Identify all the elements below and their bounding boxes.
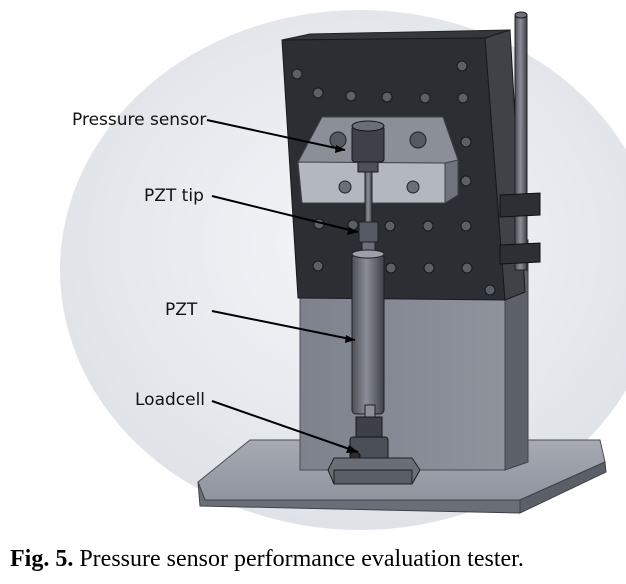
leader-pzt — [211, 310, 356, 341]
support-column — [299, 239, 529, 471]
tester-cad-drawing — [60, 10, 626, 530]
leader-pzt-tip — [211, 195, 359, 233]
figure-caption: Fig. 5. Pressure sensor performance eval… — [10, 546, 622, 573]
leader-arrowheads — [335, 145, 358, 453]
loadcell — [327, 416, 421, 485]
leader-lines — [206, 119, 359, 453]
caption-text: Pressure sensor performance evaluation t… — [79, 546, 524, 572]
leader-pressure-sensor — [206, 119, 346, 151]
label-pzt-tip: PZT tip — [144, 186, 204, 206]
label-pzt: PZT — [165, 300, 198, 320]
plate-holes — [291, 60, 496, 296]
caption-figure-number: Fig. 5. — [10, 546, 74, 572]
label-pressure-sensor: Pressure sensor — [72, 110, 207, 130]
side-rod — [499, 11, 541, 271]
leader-loadcell — [211, 400, 359, 453]
pzt-actuator — [351, 249, 385, 418]
label-loadcell: Loadcell — [135, 390, 206, 410]
